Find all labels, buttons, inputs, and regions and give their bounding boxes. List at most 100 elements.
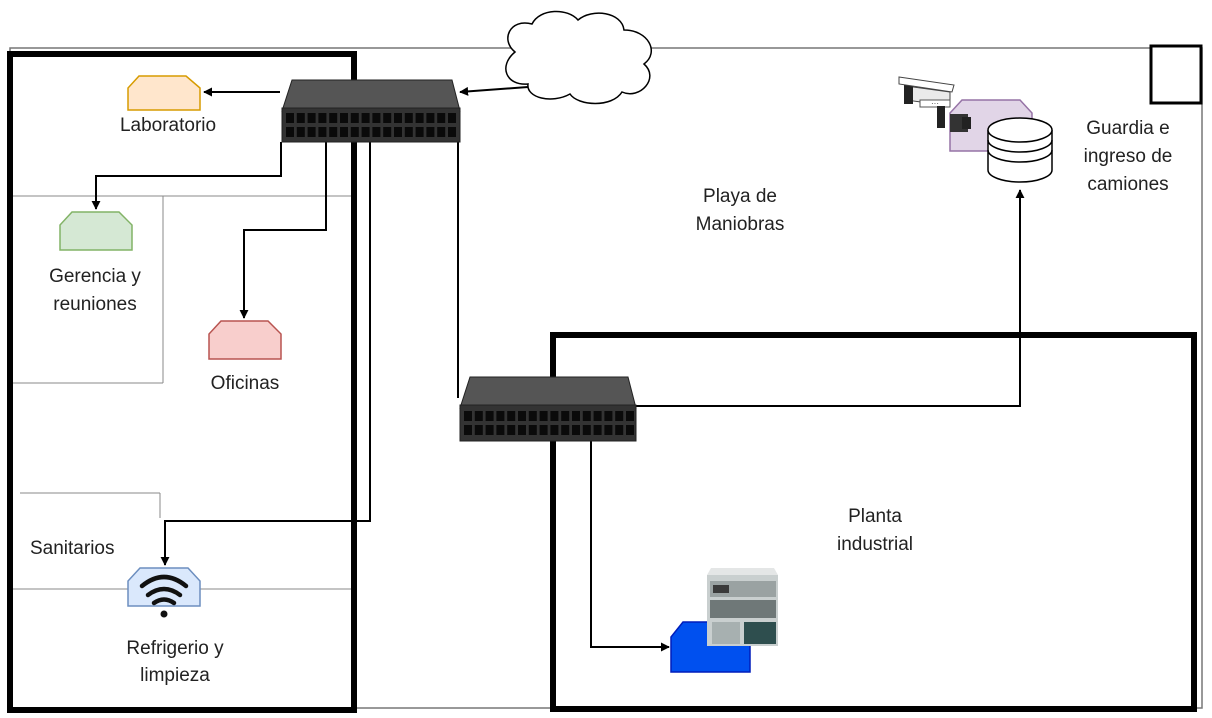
- switch-port: [593, 425, 602, 435]
- label-planta-line1: Planta: [848, 506, 902, 527]
- switch-port: [307, 127, 316, 137]
- wifi-icon: [139, 574, 189, 618]
- switch-port: [615, 411, 624, 421]
- switch-port: [372, 113, 381, 123]
- switch-port: [496, 425, 505, 435]
- switch-port: [426, 127, 435, 137]
- link-switch2-guardia: [636, 189, 1025, 407]
- guard-booth: [1149, 44, 1203, 105]
- switch-port: [626, 425, 634, 435]
- switch-port: [361, 127, 370, 137]
- switch-port: [426, 113, 435, 123]
- switch-port: [528, 425, 537, 435]
- switch-port: [507, 425, 516, 435]
- label-guardia-line2: ingreso de: [1083, 146, 1173, 167]
- switch-port: [448, 113, 456, 123]
- switch-port: [383, 127, 392, 137]
- link-switch-gerencia: [91, 142, 282, 210]
- database-icon: [987, 117, 1053, 183]
- link-switch-refrigerio: [160, 142, 371, 566]
- link-switch2-plc: [590, 441, 670, 652]
- switch-port: [539, 411, 548, 421]
- switch-port: [318, 127, 327, 137]
- switch-port: [307, 113, 316, 123]
- switch-port: [615, 425, 624, 435]
- connections: [91, 86, 1025, 652]
- label-sanitarios: Sanitarios: [30, 538, 115, 559]
- plc-controller-icon: [707, 568, 778, 646]
- switch-port: [437, 113, 446, 123]
- switch-port: [329, 127, 338, 137]
- switch-port: [593, 411, 602, 421]
- switch-port: [561, 425, 570, 435]
- switch-port: [318, 113, 327, 123]
- label-planta-line2: industrial: [836, 534, 914, 555]
- switch-port: [286, 127, 294, 137]
- switch-port: [604, 425, 613, 435]
- switch-port: [485, 411, 494, 421]
- switch-port: [286, 113, 294, 123]
- label-guardia-line1: Guardia e: [1086, 118, 1170, 139]
- label-guardia-line3: camiones: [1087, 174, 1169, 195]
- switch-port: [404, 113, 413, 123]
- network-node-icon: [208, 320, 282, 360]
- switch-port: [485, 425, 494, 435]
- switch-port: [350, 127, 359, 137]
- switch-port: [539, 425, 548, 435]
- switch-port: [496, 411, 505, 421]
- switch-port: [518, 411, 526, 421]
- network-switch-icon: [281, 79, 461, 143]
- switch-port: [404, 127, 413, 137]
- switch-port: [507, 411, 516, 421]
- switch-port: [464, 411, 472, 421]
- switch-port: [550, 411, 559, 421]
- label-refrigerio-line2: limpieza: [140, 665, 210, 686]
- label-refrigerio-line1: Refrigerio y: [126, 638, 224, 659]
- switch-port: [474, 411, 483, 421]
- switch-port: [474, 425, 483, 435]
- switch-port: [372, 127, 381, 137]
- switch-port: [340, 113, 348, 123]
- svg-text:···: ···: [931, 99, 939, 108]
- switch-port: [296, 127, 305, 137]
- switch-port: [296, 113, 305, 123]
- label-playa-line1: Playa de: [703, 186, 777, 207]
- label-gerencia-line1: Gerencia y: [49, 266, 141, 287]
- label-laboratorio: Laboratorio: [119, 115, 217, 136]
- plant-building: [550, 332, 1197, 712]
- security-camera-icon: ···: [898, 76, 971, 132]
- switch-port: [329, 113, 338, 123]
- switch-port: [340, 127, 348, 137]
- label-gerencia-line2: reuniones: [53, 294, 137, 315]
- switch-port: [518, 425, 526, 435]
- switch-port: [582, 411, 591, 421]
- switch-port: [350, 113, 359, 123]
- link-switch-oficinas: [239, 142, 327, 319]
- switch-port: [448, 127, 456, 137]
- cloud-icon: [505, 10, 653, 105]
- switch-port: [361, 113, 370, 123]
- switch-port: [528, 411, 537, 421]
- switch-port: [437, 127, 446, 137]
- admin-building: [7, 51, 357, 713]
- switch-port: [561, 411, 570, 421]
- switch-port: [626, 411, 634, 421]
- switch-port: [464, 425, 472, 435]
- switch-port: [550, 425, 559, 435]
- switch-port: [604, 411, 613, 421]
- switch-port: [582, 425, 591, 435]
- switch-port: [572, 411, 580, 421]
- link-cloud-switch: [459, 86, 529, 96]
- switch-port: [383, 113, 392, 123]
- network-switch-icon: [459, 376, 637, 442]
- network-node-icon: [127, 75, 201, 111]
- label-oficinas: Oficinas: [210, 373, 280, 394]
- network-node-icon: [59, 211, 133, 251]
- switch-port: [394, 127, 402, 137]
- switch-port: [394, 113, 402, 123]
- switch-port: [572, 425, 580, 435]
- label-playa-line2: Maniobras: [695, 214, 785, 235]
- switch-port: [415, 127, 424, 137]
- switch-port: [415, 113, 424, 123]
